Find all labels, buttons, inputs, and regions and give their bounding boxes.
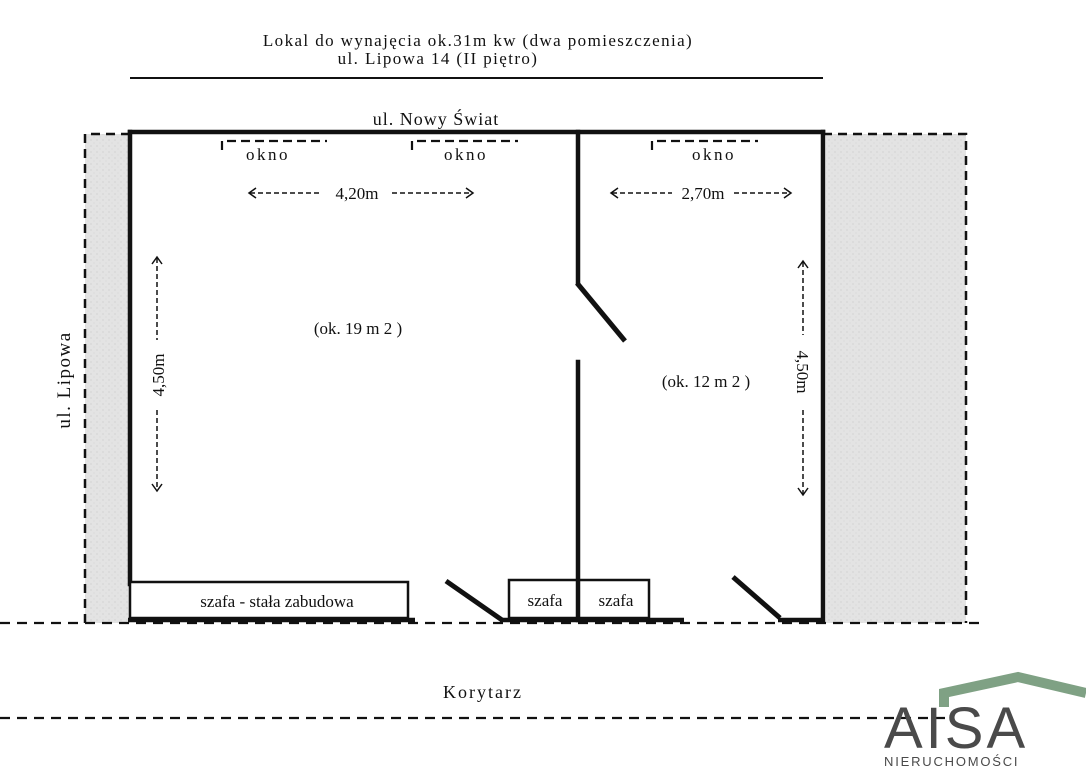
- room2-width-label: 2,70m: [682, 184, 725, 203]
- window-3-label: okno: [692, 145, 736, 164]
- windows: [220, 139, 758, 150]
- dimension-room2-width: 2,70m: [609, 184, 793, 203]
- window-1-marker: [220, 139, 327, 150]
- street-left-label: ul. Lipowa: [54, 331, 75, 428]
- entrance-door-right: [731, 575, 782, 620]
- room2-area-label: (ok. 12 m 2 ): [662, 372, 750, 391]
- company-logo: AISA NIERUCHOMOŚCI: [884, 671, 1086, 768]
- room1-width-label: 4,20m: [336, 184, 379, 203]
- logo-tagline: NIERUCHOMOŚCI: [884, 754, 1019, 768]
- wardrobe-1-label: szafa: [528, 591, 563, 610]
- dimension-room2-height: 4,50m: [793, 259, 812, 497]
- walls: [127, 129, 826, 623]
- dimension-room1-height: 4,50m: [149, 255, 168, 493]
- neighbour-right: [823, 132, 968, 623]
- corridor-lines: [0, 621, 980, 720]
- title-line-1: Lokal do wynajęcia ok.31m kw (dwa pomies…: [263, 31, 693, 50]
- doors: [444, 281, 782, 623]
- dimension-room1-width: 4,20m: [247, 184, 475, 203]
- room2-height-label: 4,50m: [793, 351, 812, 394]
- room1-area-label: (ok. 19 m 2 ): [314, 319, 402, 338]
- partition-door: [575, 281, 627, 343]
- entrance-door-left: [444, 578, 504, 623]
- neighbour-left: [83, 132, 130, 623]
- built-in-wardrobe: szafa - stała zabudowa: [128, 580, 410, 620]
- window-3-marker: [650, 139, 758, 150]
- wardrobes-center: szafa szafa: [507, 578, 651, 620]
- window-2-label: okno: [444, 145, 488, 164]
- title-line-2: ul. Lipowa 14 (II piętro): [338, 49, 539, 68]
- window-2-marker: [410, 139, 518, 150]
- built-in-wardrobe-label: szafa - stała zabudowa: [200, 592, 354, 611]
- logo-roof-icon: [939, 671, 1086, 707]
- corridor-label: Korytarz: [443, 682, 523, 702]
- wardrobe-2-label: szafa: [599, 591, 634, 610]
- window-1-label: okno: [246, 145, 290, 164]
- logo-brand: AISA: [884, 696, 1028, 761]
- street-top-label: ul. Nowy Świat: [373, 108, 500, 129]
- room1-height-label: 4,50m: [149, 354, 168, 397]
